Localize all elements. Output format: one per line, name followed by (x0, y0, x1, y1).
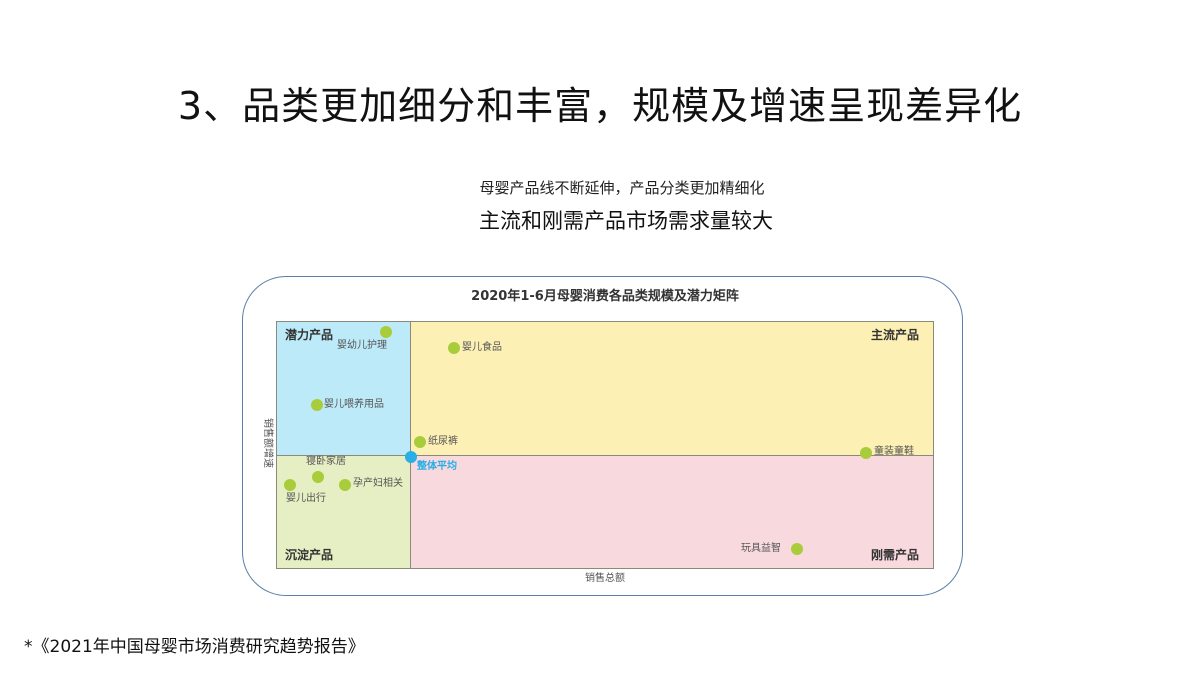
point-label: 婴儿出行 (286, 493, 326, 504)
average-point (405, 451, 417, 463)
data-point (791, 543, 803, 555)
source-footnote: *《2021年中国母婴市场消费研究趋势报告》 (24, 637, 365, 657)
divider-vertical (410, 322, 411, 568)
data-point (414, 436, 426, 448)
point-label: 寝卧家居 (306, 456, 346, 467)
quadrant-label-declining: 沉淀产品 (285, 548, 334, 562)
matrix-plot: 潜力产品 主流产品 沉淀产品 刚需产品 婴幼儿护理 婴儿食品 婴儿喂养用品 纸尿… (276, 321, 934, 569)
point-label: 纸尿裤 (428, 436, 458, 447)
data-point (860, 447, 872, 459)
point-label: 婴幼儿护理 (337, 340, 387, 351)
quadrant-label-essential: 刚需产品 (870, 548, 919, 562)
quadrant-mainstream (411, 322, 933, 456)
x-axis-label: 销售总额 (585, 573, 625, 584)
quadrant-label-potential: 潜力产品 (285, 328, 334, 342)
quadrant-label-mainstream: 主流产品 (870, 328, 919, 342)
point-label: 婴儿喂养用品 (324, 399, 384, 410)
data-point (339, 479, 351, 491)
data-point (284, 479, 296, 491)
point-label: 玩具益智 (741, 543, 781, 554)
quadrant-potential (277, 322, 411, 456)
slide-title: 3、品类更加细分和丰富，规模及增速呈现差异化 (177, 84, 1023, 128)
point-label: 婴儿食品 (462, 342, 502, 353)
quadrant-essential (411, 456, 933, 568)
data-point (312, 471, 324, 483)
chart-title: 2020年1-6月母婴消费各品类规模及潜力矩阵 (471, 289, 739, 304)
y-axis-label: 销售额增速 (262, 418, 273, 468)
divider-horizontal (277, 455, 933, 456)
point-label: 孕产妇相关 (353, 478, 403, 489)
data-point (380, 326, 392, 338)
slide-subtitle-1: 母婴产品线不断延伸，产品分类更加精细化 (479, 179, 765, 197)
point-label: 童装童鞋 (874, 446, 914, 457)
slide-subtitle-2: 主流和刚需产品市场需求量较大 (479, 209, 773, 233)
quadrant-declining (277, 456, 411, 568)
data-point (311, 399, 323, 411)
average-label: 整体平均 (417, 461, 457, 472)
data-point (448, 342, 460, 354)
